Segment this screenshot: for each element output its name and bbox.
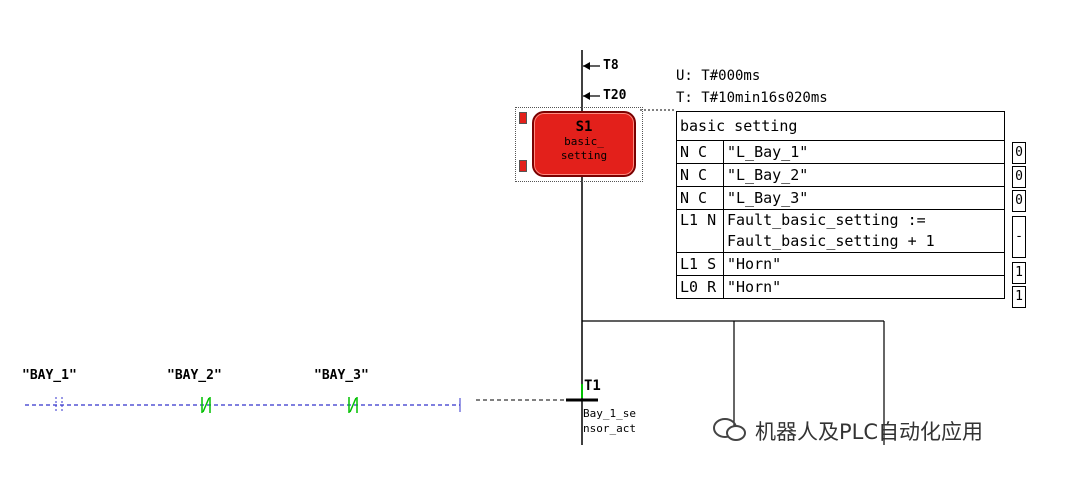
step-time-t: T: T#10min16s020ms <box>676 90 828 106</box>
action-state-box: 1 <box>1012 262 1026 284</box>
action-operand[interactable]: "Horn" <box>723 252 1005 276</box>
jump-label-t20[interactable]: T20 <box>603 88 627 103</box>
step-time-u: U: T#000ms <box>676 68 761 84</box>
action-qualifier[interactable]: N C <box>676 186 724 210</box>
action-operand[interactable]: "L_Bay_2" <box>723 163 1005 187</box>
action-operand[interactable]: "Horn" <box>723 275 1005 299</box>
action-qualifier[interactable]: N C <box>676 140 724 164</box>
action-state-box: - <box>1012 216 1026 258</box>
action-table-header[interactable]: basic setting <box>676 111 1005 141</box>
action-state-box: 0 <box>1012 190 1026 212</box>
step-entry-marker <box>519 112 527 124</box>
action-qualifier[interactable]: L1 S <box>676 252 724 276</box>
action-operand-multiline[interactable]: Fault_basic_setting := Fault_basic_setti… <box>723 209 1005 253</box>
contact-bay-2-label[interactable]: "BAY_2" <box>167 368 222 383</box>
action-state-box: 0 <box>1012 142 1026 164</box>
watermark-text: 机器人及PLC自动化应用 <box>755 420 984 444</box>
action-state-box: 0 <box>1012 166 1026 188</box>
action-qualifier[interactable]: N C <box>676 163 724 187</box>
action-table: basic setting N C "L_Bay_1" N C "L_Bay_2… <box>676 111 1005 299</box>
action-qualifier[interactable]: L0 R <box>676 275 724 299</box>
transition-t1-name[interactable]: T1 <box>584 378 601 394</box>
contact-bay-3-label[interactable]: "BAY_3" <box>314 368 369 383</box>
contact-bay-1-label[interactable]: "BAY_1" <box>22 368 77 383</box>
wechat-icon <box>713 418 746 441</box>
step-name: S1 <box>575 119 593 135</box>
step-comment-line1: basic_ <box>564 135 604 148</box>
action-state-box: 1 <box>1012 286 1026 308</box>
action-line: Fault_basic_setting + 1 <box>727 232 935 250</box>
step-exit-marker <box>519 160 527 172</box>
action-operand[interactable]: "L_Bay_3" <box>723 186 1005 210</box>
step-s1[interactable]: S1 basic_ setting <box>532 111 636 177</box>
jump-label-t8[interactable]: T8 <box>603 58 619 73</box>
step-selection-frame <box>515 107 643 182</box>
action-qualifier[interactable]: L1 N <box>676 209 724 253</box>
transition-condition-line1: Bay_1_se <box>583 407 636 420</box>
step-comment-line2: setting <box>560 149 608 162</box>
action-line: Fault_basic_setting := <box>727 211 926 229</box>
action-operand[interactable]: "L_Bay_1" <box>723 140 1005 164</box>
transition-condition-line2: nsor_act <box>583 422 636 435</box>
